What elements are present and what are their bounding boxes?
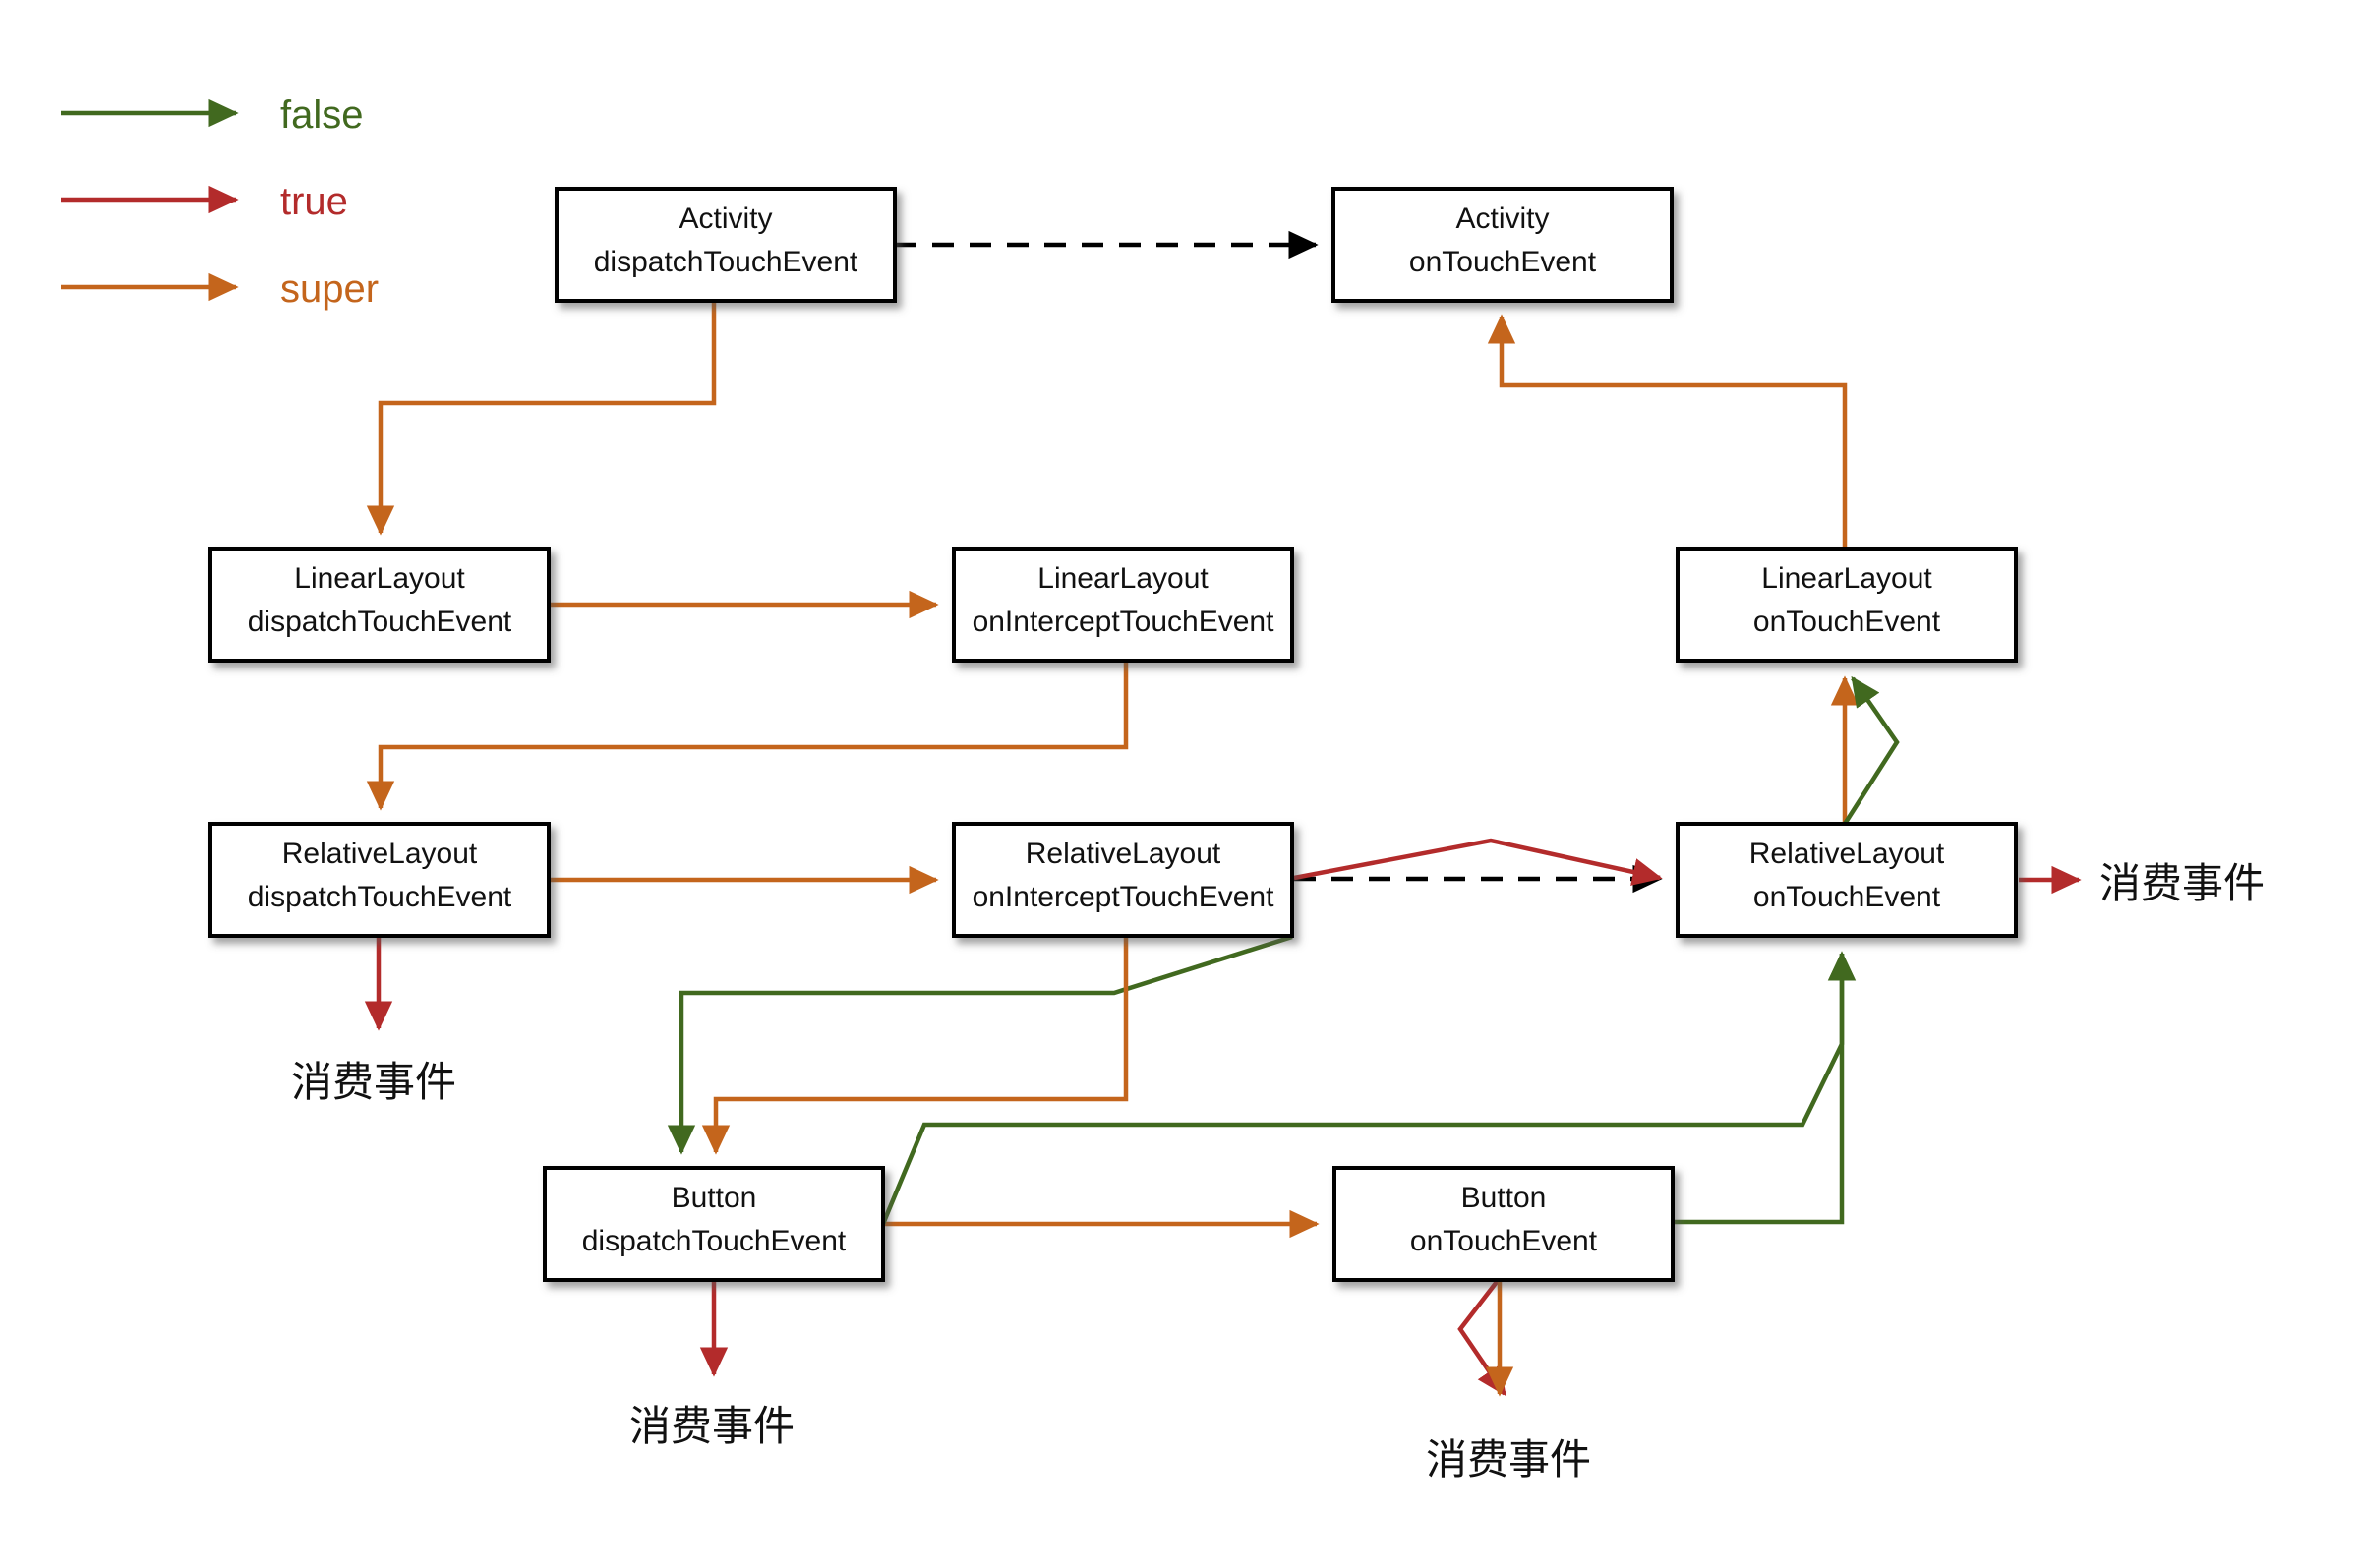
legend-label-true: true [280,180,348,223]
node-activity-ontouch-line1: Activity [1455,203,1549,235]
node-relative-intercept-line2: onInterceptTouchEvent [973,881,1275,913]
node-activity-dispatch[interactable]: Activity dispatchTouchEvent [555,187,897,303]
edges-layer: Activity.onTouch --> LinearLayout.dispat… [364,230,2082,1397]
node-linear-intercept[interactable]: LinearLayout onInterceptTouchEvent [952,547,1294,663]
node-relative-ontouch[interactable]: RelativeLayout onTouchEvent [1676,822,2018,938]
node-relative-ontouch-line2: onTouchEvent [1753,881,1941,913]
edge-button-ontouch-to-relative-ontouch [1673,951,1857,1225]
edge-relative-intercept-to-button-dispatch-super [701,936,1129,1155]
consume-label-button-ontouch: 消费事件 [1426,1435,1591,1483]
node-button-dispatch[interactable]: Button dispatchTouchEvent [543,1166,885,1282]
edge-relative-intercept-to-button-dispatch-false [667,934,1293,1155]
node-relative-dispatch[interactable]: RelativeLayout dispatchTouchEvent [208,822,551,938]
legend: false true super [61,93,379,311]
node-button-ontouch-line2: onTouchEvent [1410,1225,1598,1257]
node-relative-intercept-line1: RelativeLayout [1026,838,1221,870]
nodes-layer: Activity dispatchTouchEvent Activity onT… [208,187,2018,1282]
node-linear-intercept-line2: onInterceptTouchEvent [973,606,1275,638]
edge-relative-intercept-to-relative-ontouch-true [1293,838,1663,886]
consume-label-relative-dispatch: 消费事件 [291,1058,456,1106]
node-linear-dispatch-line2: dispatchTouchEvent [248,606,512,638]
consume-labels-layer: 消费事件 消费事件 消费事件 消费事件 [291,859,2265,1483]
consume-label-button-dispatch: 消费事件 [629,1402,795,1450]
edge-activity-dispatch-to-linear-dispatch [366,301,717,536]
node-relative-dispatch-line2: dispatchTouchEvent [248,881,512,913]
node-relative-ontouch-line1: RelativeLayout [1749,838,1945,870]
legend-label-false: false [280,93,364,137]
node-button-ontouch[interactable]: Button onTouchEvent [1332,1166,1675,1282]
legend-item-super: super [61,267,379,311]
legend-item-false: false [61,93,364,137]
edge-linear-ontouch-to-activity-ontouch [1487,314,1848,549]
node-linear-dispatch[interactable]: LinearLayout dispatchTouchEvent [208,547,551,663]
legend-label-super: super [280,267,379,311]
legend-item-true: true [61,180,348,223]
node-relative-dispatch-line1: RelativeLayout [282,838,478,870]
node-linear-dispatch-line1: LinearLayout [294,562,465,595]
node-activity-dispatch-line1: Activity [679,203,772,235]
node-linear-ontouch-line2: onTouchEvent [1753,606,1941,638]
edge-relative-ontouch-to-linear-ontouch-false [1843,675,1900,826]
node-relative-intercept[interactable]: RelativeLayout onInterceptTouchEvent [952,822,1294,938]
node-activity-ontouch[interactable]: Activity onTouchEvent [1331,187,1674,303]
consume-label-relative-ontouch: 消费事件 [2099,859,2265,907]
edge-linear-intercept-to-relative-dispatch [366,661,1129,811]
node-linear-ontouch-line1: LinearLayout [1761,562,1932,595]
node-button-dispatch-line1: Button [672,1182,757,1214]
node-button-ontouch-line1: Button [1461,1182,1547,1214]
node-activity-dispatch-line2: dispatchTouchEvent [594,246,858,278]
node-button-dispatch-line2: dispatchTouchEvent [582,1225,847,1257]
node-activity-ontouch-line2: onTouchEvent [1409,246,1597,278]
node-linear-intercept-line1: LinearLayout [1037,562,1209,595]
node-linear-ontouch[interactable]: LinearLayout onTouchEvent [1676,547,2018,663]
